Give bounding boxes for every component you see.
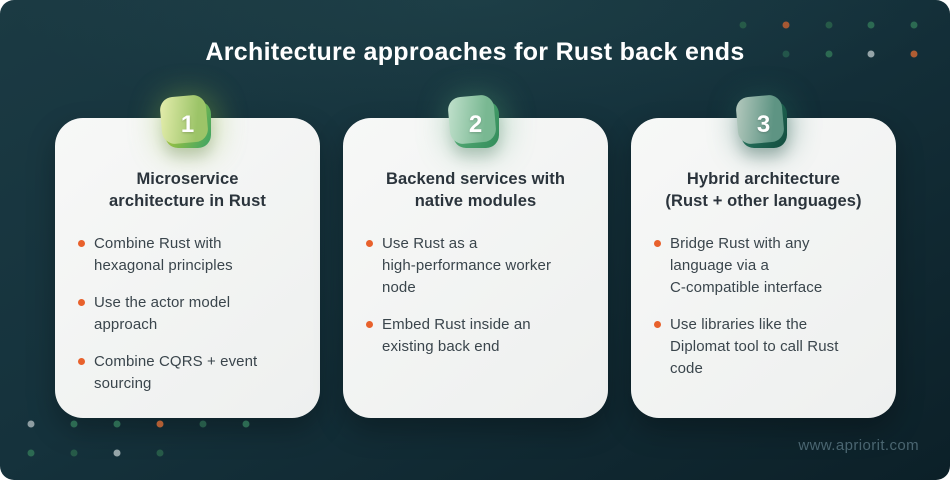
bullet-text: Use libraries like the Diplomat tool to … (670, 315, 839, 377)
bullet-item: Embed Rust inside an existing back end (366, 314, 578, 358)
bullet-dot-icon (78, 357, 85, 365)
card-heading: Hybrid architecture (Rust + other langua… (665, 170, 862, 211)
decor-dot (739, 21, 747, 29)
bullet-text: Use the actor model approach (94, 293, 231, 333)
bullet-dot-icon (654, 320, 661, 328)
bullet-item: Use libraries like the Diplomat tool to … (654, 314, 866, 380)
card-microservice-architecture: 1 Microservice architecture in Rust Comb… (55, 101, 320, 418)
decor-dot (242, 420, 250, 428)
decor-dot (199, 420, 207, 428)
bullet-list: Use Rust as a high-performance worker no… (366, 233, 578, 358)
card-number-badge: 1 (164, 101, 211, 148)
card-heading: Backend services with native modules (385, 170, 566, 211)
decor-dot (113, 449, 121, 457)
decor-dot (825, 21, 833, 29)
bullet-dot-icon (366, 320, 373, 328)
decor-dot (70, 420, 78, 428)
bullet-text: Bridge Rust with any language via a C-co… (670, 234, 823, 296)
decor-dot (70, 449, 78, 457)
card-number: 2 (468, 110, 483, 138)
bullet-text: Use Rust as a high-performance worker no… (382, 234, 552, 296)
bullet-text: Combine Rust with hexagonal principles (94, 234, 233, 274)
bullet-list: Combine Rust with hexagonal principles U… (78, 233, 290, 395)
decor-dot (867, 50, 875, 58)
card-backend-services: 2 Backend services with native modules U… (343, 101, 608, 418)
bullet-list: Bridge Rust with any language via a C-co… (654, 233, 866, 380)
decor-dot (156, 449, 164, 457)
page-title: Architecture approaches for Rust back en… (205, 38, 745, 66)
bullet-item: Bridge Rust with any language via a C-co… (654, 233, 866, 299)
decor-dot (825, 50, 833, 58)
card-number-badge: 2 (452, 101, 499, 148)
bullet-text: Embed Rust inside an existing back end (382, 315, 531, 355)
decor-dot (782, 21, 790, 29)
decor-dot (867, 21, 875, 29)
cards-row: 1 Microservice architecture in Rust Comb… (55, 101, 896, 418)
decor-dot (113, 420, 121, 428)
decor-dot (910, 50, 918, 58)
decor-dot (782, 50, 790, 58)
bullet-dot-icon (366, 239, 373, 247)
decor-dot (910, 21, 918, 29)
card-number: 1 (180, 110, 195, 138)
card-hybrid-architecture: 3 Hybrid architecture (Rust + other lang… (631, 101, 896, 418)
website-url: www.apriorit.com (798, 437, 919, 454)
bullet-item: Combine Rust with hexagonal principles (78, 233, 290, 277)
card-number: 3 (756, 110, 771, 138)
bullet-item: Use the actor model approach (78, 292, 290, 336)
decor-dot (27, 449, 35, 457)
decor-dot (156, 420, 164, 428)
card-number-badge: 3 (740, 101, 787, 148)
decor-dot (27, 420, 35, 428)
card-heading: Microservice architecture in Rust (109, 170, 266, 211)
bullet-dot-icon (78, 298, 85, 306)
bullet-text: Combine CQRS + event sourcing (94, 352, 258, 392)
bullet-item: Combine CQRS + event sourcing (78, 351, 290, 395)
bullet-dot-icon (654, 239, 661, 247)
bullet-dot-icon (78, 239, 85, 247)
bullet-item: Use Rust as a high-performance worker no… (366, 233, 578, 299)
